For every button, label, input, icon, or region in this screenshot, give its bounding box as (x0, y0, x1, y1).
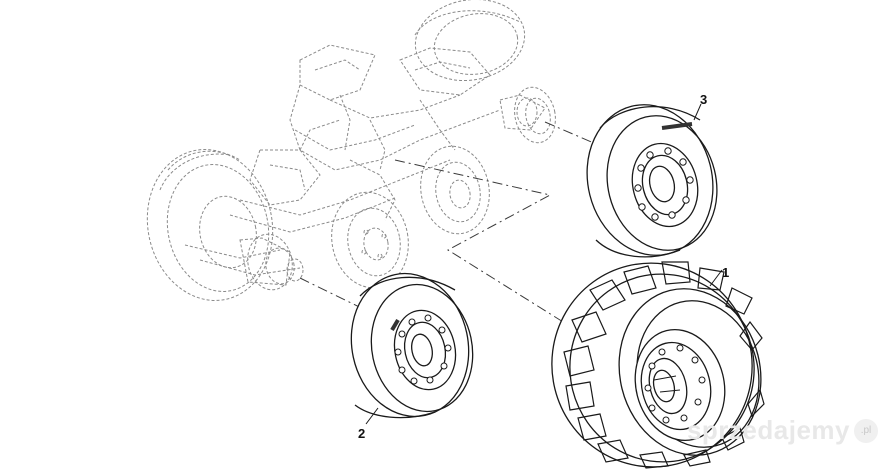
watermark: sprzedajemy .pl (687, 415, 878, 446)
callout-label-1: 1 (722, 265, 729, 280)
wheel-1-bolt-holes (644, 344, 706, 424)
rear-right-wheel-ghost (414, 0, 526, 82)
watermark-badge: .pl (854, 418, 878, 443)
tire-part-3[interactable] (571, 91, 730, 268)
tire-2-bolt-holes (394, 314, 452, 385)
callout-labels: 1 2 3 (358, 92, 729, 441)
rear-hub-ghost (239, 233, 304, 291)
tire-part-2[interactable] (338, 263, 484, 428)
tire-2-sidewall-mark (390, 318, 400, 332)
callout-label-3: 3 (700, 92, 707, 107)
frame-ghost (184, 44, 501, 276)
middle-wheel-ghost-2 (420, 145, 490, 235)
watermark-text: sprzedajemy (686, 415, 850, 445)
cage-bars (563, 261, 765, 469)
callout-label-2: 2 (358, 426, 365, 441)
centerline-front (544, 121, 611, 151)
wheel-cage-part-1[interactable] (530, 242, 778, 472)
vehicle-chassis-outline (146, 0, 556, 301)
rear-left-wheel-ghost (146, 149, 274, 301)
tire-3-sidewall-mark (661, 122, 693, 130)
tire-3-bolt-holes (634, 147, 694, 221)
front-hub-ghost (499, 86, 556, 144)
